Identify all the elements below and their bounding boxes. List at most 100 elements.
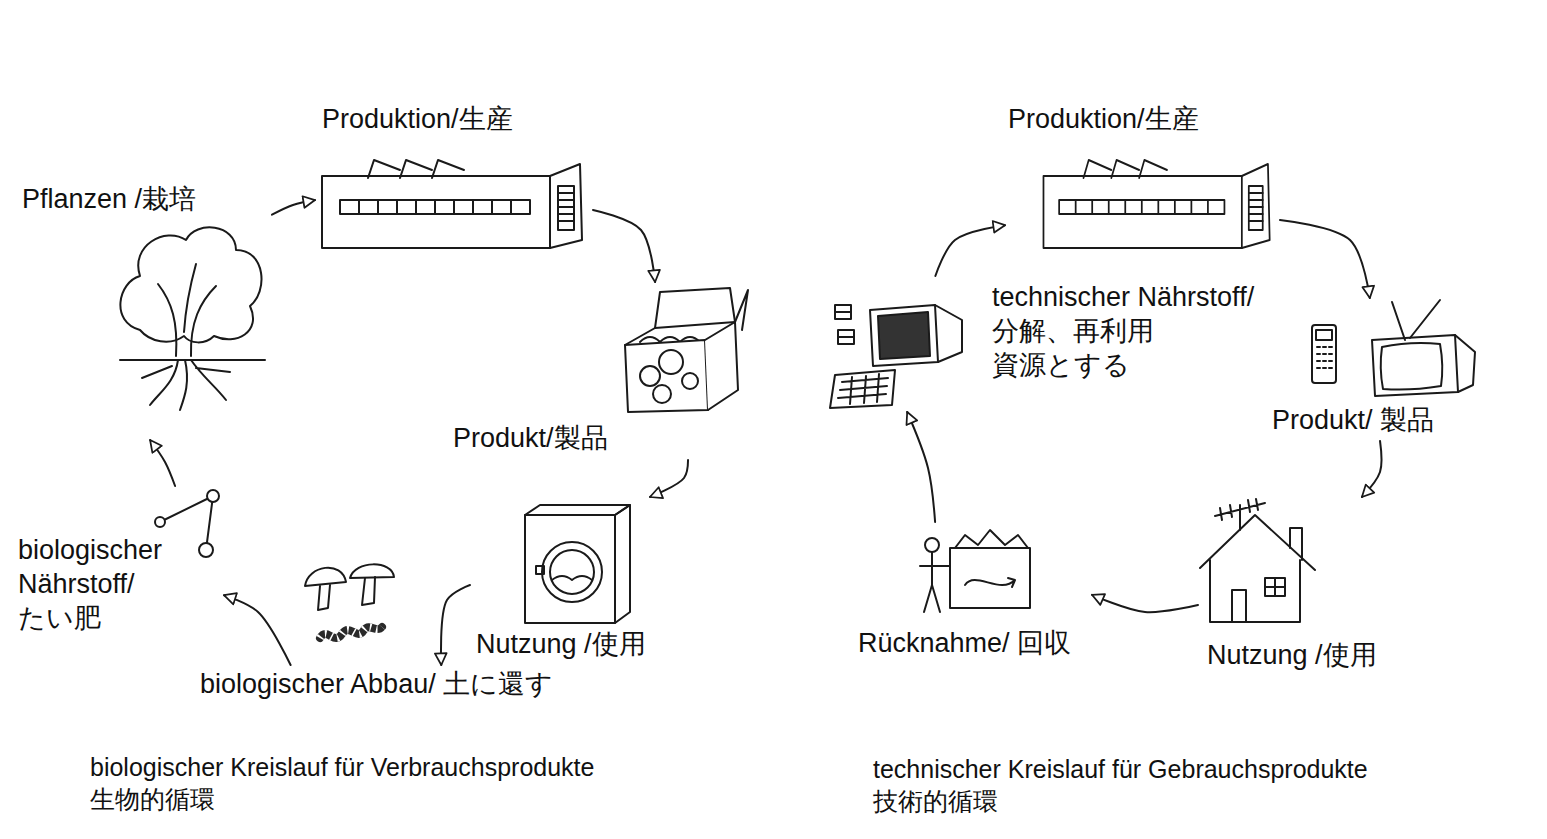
factory-left [322, 160, 582, 248]
tv-antenna [1392, 300, 1440, 340]
tree-trunk [158, 264, 216, 356]
stage-label: Rücknahme/ 回収 [858, 626, 1071, 660]
house-roof [1200, 515, 1315, 570]
tv-screen [1381, 343, 1443, 390]
cycle-arrow [1092, 595, 1198, 612]
cycle-arrow [224, 595, 291, 665]
cycle-arrow [272, 200, 315, 215]
box-front [625, 340, 708, 412]
mushroom-cap [350, 564, 394, 578]
mushroom-stem [318, 585, 330, 610]
cycle-arrow [1280, 220, 1370, 298]
factory-right [1043, 160, 1269, 248]
stage-label: Pflanzen /栽培 [22, 182, 196, 216]
cycle-arrow [650, 460, 688, 497]
box-flap [735, 290, 748, 330]
monitor-back [935, 305, 962, 362]
washing-machine-drawing [525, 505, 630, 623]
stage-node: Produkt/ 製品 [1270, 298, 1478, 441]
washer-front [525, 515, 615, 623]
washer-drum [550, 550, 594, 594]
caption-slot: 生物的循環 [90, 784, 215, 814]
cube-edges [835, 312, 854, 337]
stage-node: Nutzung /使用 [1198, 497, 1392, 676]
house-drawing [1200, 499, 1315, 622]
bin-contents [955, 530, 1028, 548]
collection-bin [950, 548, 1030, 608]
cycle-caption: 生物的循環 [90, 784, 215, 814]
stage-node: Produktion/生産 [1005, 98, 1280, 255]
monitor-screen [878, 312, 930, 359]
tree-roots [142, 360, 230, 410]
stage-label: biologischer Nährstoff/ たい肥 [18, 533, 176, 635]
window-cross [1265, 578, 1285, 596]
roof-antenna [1215, 499, 1265, 530]
cycle-caption: technischer Kreislauf für Gebrauchsprodu… [873, 754, 1368, 784]
phone-display [1316, 330, 1332, 340]
product-box-drawing [625, 288, 748, 412]
cycle-arrow [935, 225, 1005, 276]
stage-label: technischer Nährstoff/ 分解、再利用 資源とする [992, 280, 1264, 382]
washer-knob [536, 566, 544, 574]
stage-label: Produktion/生産 [1008, 102, 1199, 136]
tree-drawing [120, 227, 265, 410]
stage-node: biologischer Nährstoff/ たい肥 [15, 486, 224, 642]
box-opening [625, 322, 735, 345]
mushroom-cap [305, 568, 346, 586]
stage-label: Nutzung /使用 [476, 627, 646, 661]
house-window [1265, 578, 1285, 596]
stage-node: Produktion/生産 [315, 98, 593, 255]
stage-node: Produkt/製品 [448, 282, 753, 460]
box-item [640, 366, 660, 386]
washer-top [525, 505, 630, 515]
box-item [682, 373, 698, 389]
atom [155, 517, 165, 527]
stage-label: biologischer Abbau/ 土に還す [200, 667, 553, 701]
mushroom-stem [362, 577, 375, 605]
bin-symbol [965, 578, 1015, 587]
cycle-arrow [593, 210, 655, 282]
caption-slot: biologischer Kreislauf für Verbrauchspro… [90, 752, 594, 782]
cycle-arrow [907, 412, 935, 522]
cycle-caption: biologischer Kreislauf für Verbrauchspro… [90, 752, 594, 782]
cycle-caption: 技術的循環 [873, 786, 998, 816]
box-side [705, 322, 738, 410]
phone-body [1312, 325, 1336, 383]
scrap-electronics-drawing [830, 305, 962, 408]
caption-slot: 技術的循環 [873, 786, 998, 816]
caption-slot: technischer Kreislauf für Gebrauchsprodu… [873, 754, 1368, 784]
box-item [659, 350, 683, 374]
person-body [920, 552, 950, 612]
phone-tv-drawing [1312, 300, 1475, 396]
stage-label: Produkt/ 製品 [1272, 403, 1434, 437]
atom [207, 490, 219, 502]
washer-side [615, 505, 630, 623]
stage-label: Nutzung /使用 [1207, 638, 1377, 672]
tv-body [1372, 335, 1458, 396]
monitor-frame [870, 305, 938, 366]
house-walls [1210, 560, 1300, 622]
phone-keys [1317, 347, 1332, 368]
keyboard-keys [838, 374, 888, 404]
cycle-arrow [1362, 441, 1381, 497]
box-item [653, 385, 671, 403]
mushrooms-drawing [305, 564, 394, 638]
house-door [1232, 590, 1246, 622]
washer-door [542, 542, 602, 602]
stage-node: biologischer Abbau/ 土に還す [195, 665, 557, 703]
atom [199, 543, 213, 557]
stage-node: Nutzung /使用 [470, 497, 662, 664]
keyboard [830, 370, 895, 408]
stage-node: Pflanzen /栽培 [18, 178, 272, 440]
stage-node: Rücknahme/ 回収 [855, 522, 1092, 662]
stage-node: technischer Nährstoff/ 分解、再利用 資源とする [828, 276, 1268, 412]
washer-laundry [552, 576, 592, 580]
cycle-arrow [441, 585, 470, 665]
worm-rings [320, 627, 382, 638]
stage-label: Produkt/製品 [453, 421, 608, 455]
molecule-bonds [160, 496, 213, 550]
cycle-arrow [150, 440, 175, 486]
molecule-drawing [155, 490, 219, 557]
stage-label: Produktion/生産 [322, 102, 513, 136]
